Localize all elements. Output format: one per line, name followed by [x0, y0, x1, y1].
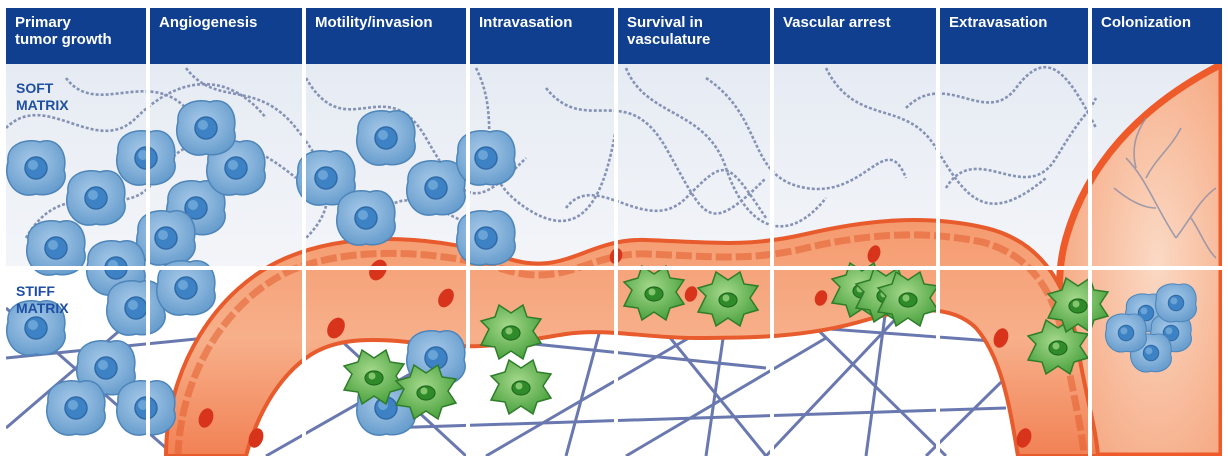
- illustration: [6, 8, 1222, 456]
- stage-label: Motility/invasion: [315, 14, 433, 31]
- stage-label: Extravasation: [949, 14, 1047, 31]
- soft-matrix-label: SOFT MATRIX: [16, 80, 69, 114]
- stage-label: Colonization: [1101, 14, 1191, 31]
- stage-header-survival-in-vasculature: Survival in vasculature: [618, 8, 770, 64]
- stiff-matrix-label: STIFF MATRIX: [16, 283, 69, 317]
- stage-header-intravasation: Intravasation: [470, 8, 614, 64]
- stage-header-motility-invasion: Motility/invasion: [306, 8, 466, 64]
- stage-header-extravasation: Extravasation: [940, 8, 1088, 64]
- stage-header-colonization: Colonization: [1092, 8, 1222, 64]
- stage-header-vascular-arrest: Vascular arrest: [774, 8, 936, 64]
- stage-label: Angiogenesis: [159, 14, 257, 31]
- stage-label: Survival in vasculature: [627, 14, 710, 48]
- stage-header-angiogenesis: Angiogenesis: [150, 8, 302, 64]
- stage-label: Vascular arrest: [783, 14, 891, 31]
- stage-label: Intravasation: [479, 14, 572, 31]
- stage-label: Primary tumor growth: [15, 14, 112, 48]
- stage-header-primary-tumor-growth: Primary tumor growth: [6, 8, 146, 64]
